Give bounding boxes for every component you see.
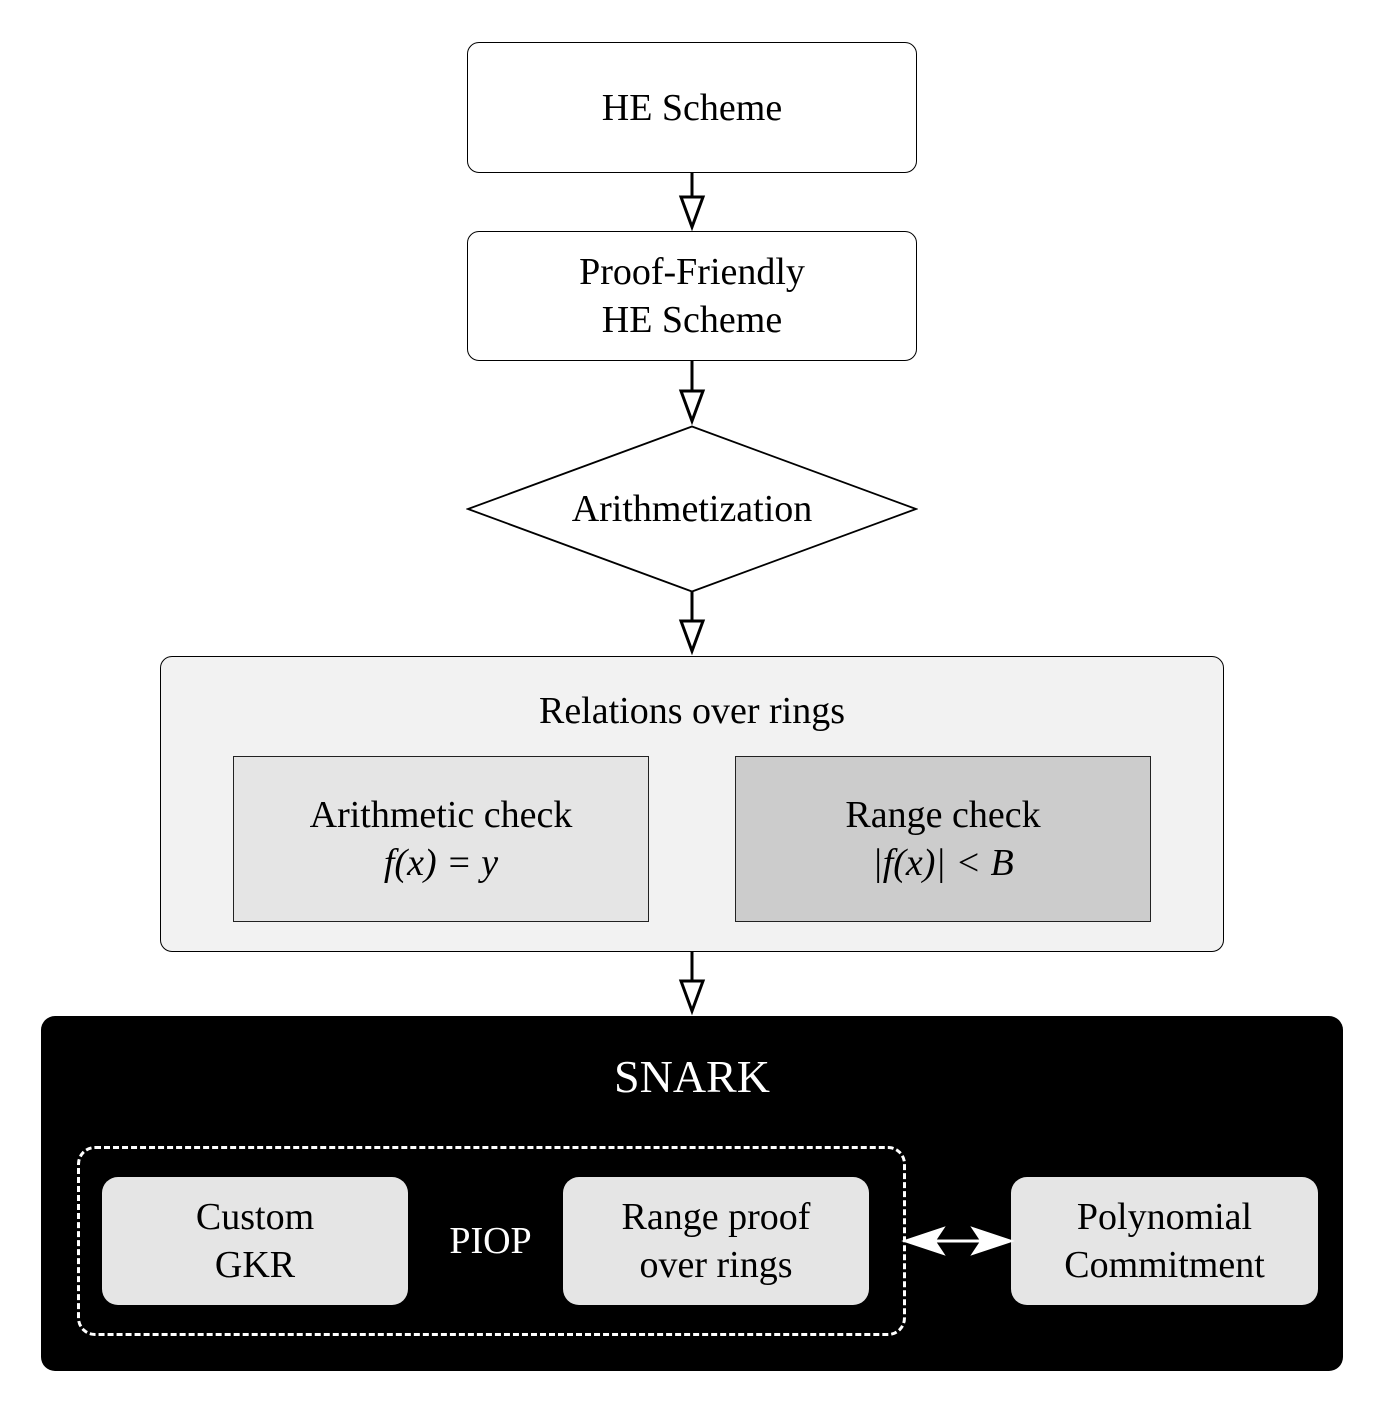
relations-title: Relations over rings [160,686,1224,736]
arrow-proof-friendly-to-arithmetization [678,361,706,426]
range-check-title: Range check [845,794,1041,836]
proof-friendly-label-line2: HE Scheme [601,299,783,341]
arrow-relations-to-snark [678,952,706,1016]
proof-friendly-he-scheme-node: Proof-Friendly HE Scheme [467,231,917,361]
custom-gkr-line1: Custom [195,1196,315,1238]
custom-gkr-node: Custom GKR [102,1177,408,1305]
arrow-arithmetization-to-relations [678,591,706,656]
he-scheme-node: HE Scheme [467,42,917,173]
arrow-he-to-proof-friendly [678,173,706,232]
custom-gkr-line2: GKR [214,1244,296,1286]
arithmetic-check-node: Arithmetic check f(x) = y [233,756,649,922]
range-check-node: Range check |f(x)| < B [735,756,1151,922]
arithmetization-label: Arithmetization [571,488,813,530]
range-check-formula: |f(x)| < B [872,842,1014,884]
snark-title: SNARK [41,1048,1343,1104]
he-scheme-label: HE Scheme [601,86,783,129]
range-proof-line1: Range proof [621,1196,811,1238]
piop-label: PIOP [418,1215,563,1267]
polynomial-commitment-line2: Commitment [1064,1244,1265,1286]
arithmetic-check-title: Arithmetic check [309,794,573,836]
relations-title-text: Relations over rings [538,690,846,732]
polynomial-commitment-line1: Polynomial [1076,1196,1253,1238]
range-proof-node: Range proof over rings [563,1177,869,1305]
polynomial-commitment-node: Polynomial Commitment [1011,1177,1318,1305]
proof-friendly-label-line1: Proof-Friendly [579,251,805,293]
piop-label-text: PIOP [449,1220,532,1262]
arithmetic-check-formula: f(x) = y [383,842,499,884]
snark-title-text: SNARK [614,1050,770,1102]
range-proof-line2: over rings [639,1244,793,1286]
arithmetization-node: Arithmetization [466,425,918,593]
